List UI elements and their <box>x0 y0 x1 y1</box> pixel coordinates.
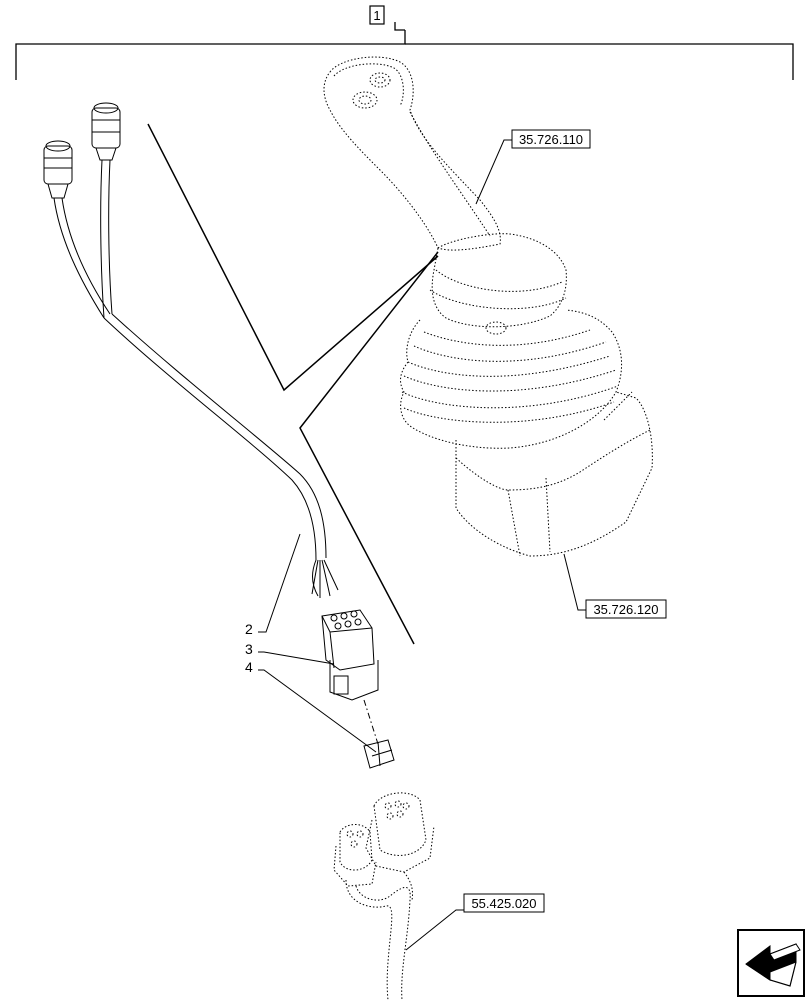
callout-item-2: 2 <box>245 621 253 637</box>
svg-text:35.726.110: 35.726.110 <box>519 132 583 147</box>
callout-item-4: 4 <box>245 659 253 675</box>
ref-joystick-base: 35.726.120 <box>563 553 667 619</box>
svg-text:55.425.020: 55.425.020 <box>471 896 536 911</box>
svg-text:1: 1 <box>373 8 380 23</box>
assembly-bracket <box>15 22 794 80</box>
ref-joystick-handle: 35.726.110 <box>475 129 591 205</box>
assembly-item-label: 1 <box>369 5 385 25</box>
ref-harness: 55.425.020 <box>405 893 545 951</box>
mating-harness <box>333 792 435 1000</box>
connector-housing <box>321 609 379 701</box>
svg-text:35.726.120: 35.726.120 <box>593 602 658 617</box>
joystick-assembly <box>323 56 653 557</box>
explode-lines <box>147 123 439 645</box>
lock-wedge <box>363 699 395 769</box>
svg-text:4: 4 <box>245 659 253 675</box>
callout-leaders <box>258 533 377 753</box>
next-page-arrow-icon[interactable] <box>737 929 805 997</box>
callout-item-3: 3 <box>245 641 253 657</box>
svg-text:2: 2 <box>245 621 253 637</box>
svg-text:3: 3 <box>245 641 253 657</box>
wire-harness <box>43 102 339 598</box>
